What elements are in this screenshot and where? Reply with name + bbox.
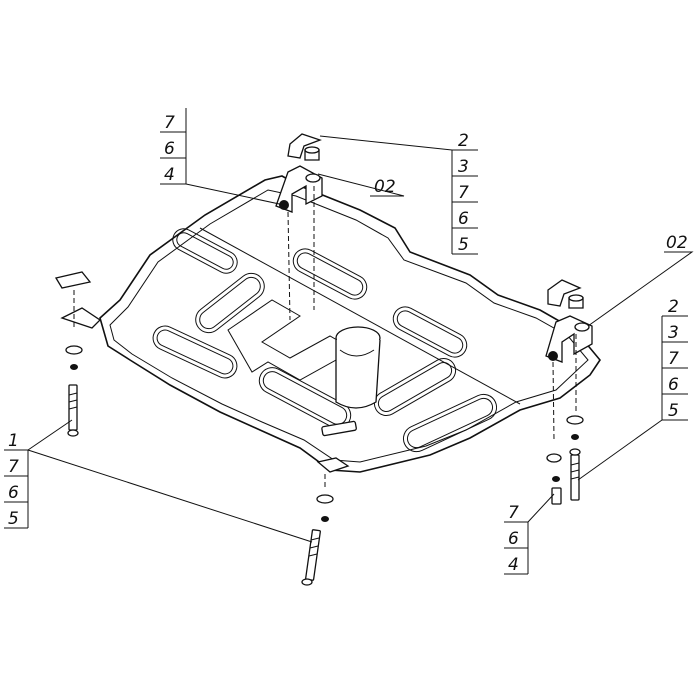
callout-l-2: 7 (8, 457, 19, 477)
callout-mr-1: 2 (668, 297, 679, 317)
callout-mr-4: 6 (668, 375, 679, 395)
label-bracket-right: 02 (666, 233, 688, 253)
callout-br-3: 4 (508, 555, 519, 575)
relief-ovals (152, 228, 498, 453)
callout-tr-4: 6 (458, 209, 469, 229)
right-fastener-stack (546, 415, 584, 505)
center-fastener-stack (301, 474, 334, 586)
callout-top-left: 7 6 4 (160, 108, 285, 206)
drain-funnel (335, 326, 381, 409)
bracket-right (545, 279, 593, 441)
callout-bracket-top: 02 (317, 173, 405, 197)
bracket-top (275, 133, 323, 321)
callout-top-right: 2 3 7 6 5 (319, 131, 478, 255)
callout-br-1: 7 (508, 503, 519, 523)
callout-tr-5: 5 (458, 235, 469, 255)
callout-tr-2: 3 (458, 157, 469, 177)
callout-l-4: 5 (8, 509, 19, 529)
callout-tl-2: 6 (164, 139, 175, 159)
callout-l-3: 6 (8, 483, 19, 503)
callout-l-1: 1 (8, 431, 19, 451)
callout-mr-3: 7 (668, 349, 679, 369)
callout-tr-3: 7 (458, 183, 469, 203)
label-bracket-top: 02 (374, 177, 396, 197)
left-fastener-stack (54, 271, 92, 437)
callout-br-2: 6 (508, 529, 519, 549)
callout-bottom-right: 7 6 4 (504, 493, 555, 575)
callout-bracket-right: 02 (587, 233, 694, 327)
callout-left: 1 7 6 5 (4, 419, 313, 543)
callout-mr-5: 5 (668, 401, 679, 421)
callout-tl-3: 4 (164, 165, 175, 185)
callout-tl-1: 7 (164, 113, 175, 133)
skid-plate (60, 175, 601, 473)
callout-mr-2: 3 (668, 323, 679, 343)
callout-mid-right: 2 3 7 6 5 (577, 297, 688, 481)
callout-tr-1: 2 (458, 131, 469, 151)
